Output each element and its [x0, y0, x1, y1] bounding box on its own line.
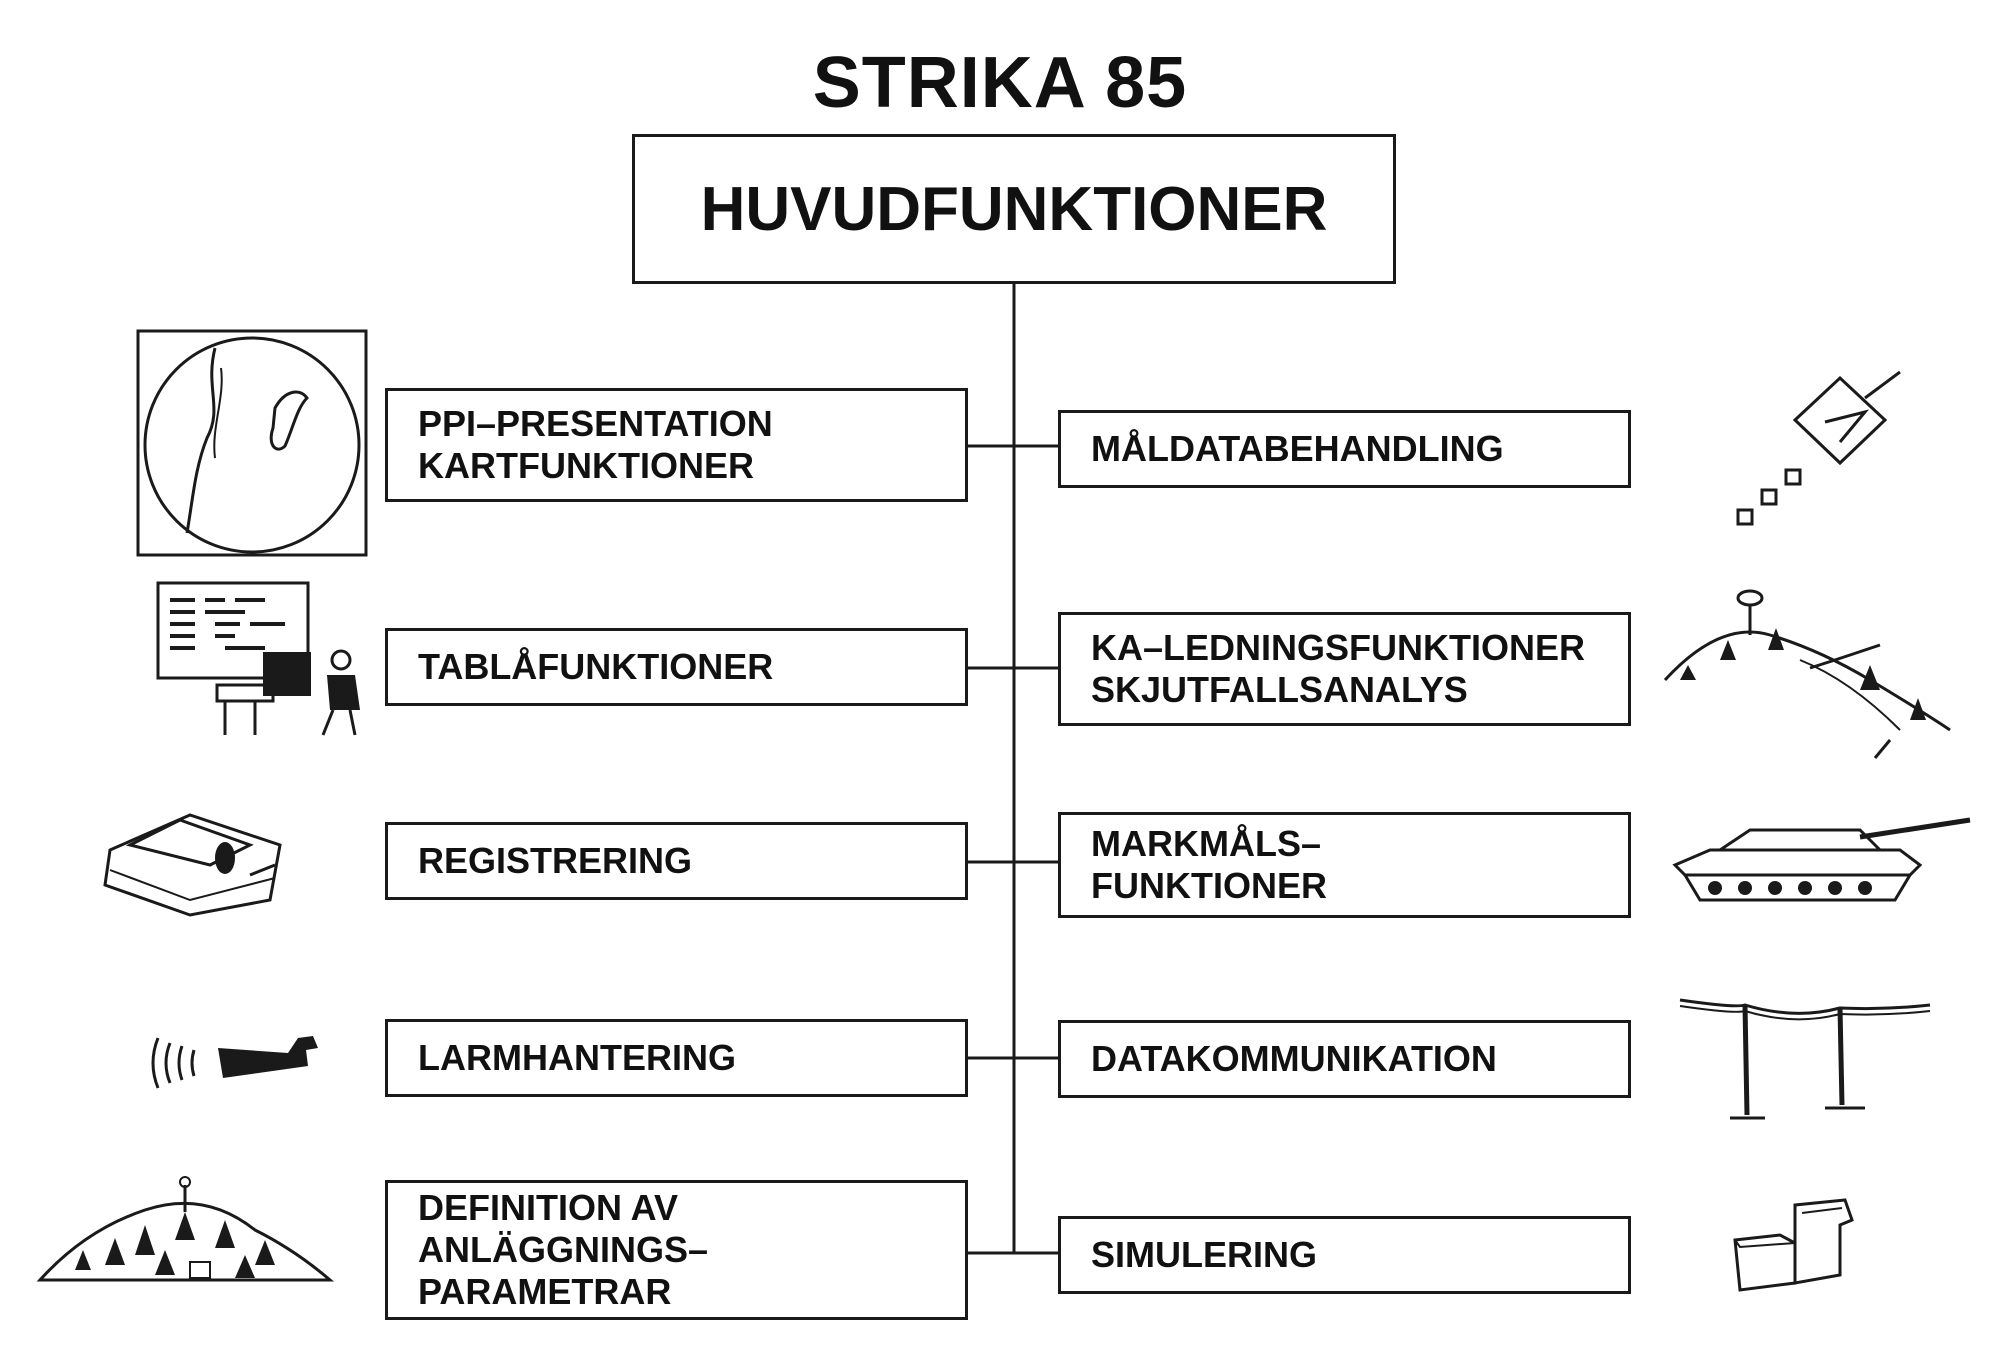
target-track-icon	[1736, 370, 1901, 526]
function-box-definition-anlaggningsparametrar: DEFINITION AV ANLÄGGNINGS– PARAMETRAR	[385, 1180, 968, 1320]
simulator-desk-icon	[1733, 1198, 1854, 1292]
function-box-larmhantering: LARMHANTERING	[385, 1019, 968, 1097]
function-label-line: TABLÅFUNKTIONER	[418, 646, 774, 687]
telephone-line-icon	[1679, 998, 1931, 1120]
operator-console-icon	[156, 581, 360, 736]
function-box-ka-ledningsfunktioner: KA–LEDNINGSFUNKTIONER SKJUTFALLSANALYS	[1058, 612, 1631, 726]
main-functions-label: HUVUDFUNKTIONER	[700, 174, 1328, 244]
function-box-markmalsfunktioner: MARKMÅLS– FUNKTIONER	[1058, 812, 1631, 918]
function-box-simulering: SIMULERING	[1058, 1216, 1631, 1294]
function-label-line: ANLÄGGNINGS–	[418, 1229, 709, 1270]
function-box-maldatabehandling: MÅLDATABEHANDLING	[1058, 410, 1631, 488]
function-label-line: MÅLDATABEHANDLING	[1091, 428, 1504, 469]
function-label-line: KA–LEDNINGSFUNKTIONER	[1091, 627, 1586, 668]
printer-icon	[103, 813, 282, 917]
function-label-line: SKJUTFALLSANALYS	[1091, 669, 1468, 710]
alarm-horn-icon	[151, 1036, 318, 1089]
function-box-ppi-presentation: PPI–PRESENTATION KARTFUNKTIONER	[385, 388, 968, 502]
function-label-line: REGISTRERING	[418, 840, 693, 881]
function-label-line: PARAMETRAR	[418, 1271, 672, 1312]
function-label-line: PPI–PRESENTATION	[418, 403, 773, 444]
function-label-line: MARKMÅLS–	[1091, 823, 1321, 864]
function-box-registrering: REGISTRERING	[385, 822, 968, 900]
function-label-line: SIMULERING	[1091, 1234, 1318, 1275]
function-label-line: FUNKTIONER	[1091, 865, 1327, 906]
main-functions-box: HUVUDFUNKTIONER	[632, 134, 1396, 284]
diagram-title: STRIKA 85	[812, 43, 1188, 123]
hill-gun-position-icon	[1663, 589, 1951, 759]
radar-map-icon	[136, 329, 368, 557]
tank-icon	[1672, 817, 1971, 902]
function-label-line: LARMHANTERING	[418, 1037, 736, 1078]
function-box-datakommunikation: DATAKOMMUNIKATION	[1058, 1020, 1631, 1098]
function-label-line: KARTFUNKTIONER	[418, 445, 754, 486]
function-label-line: DATAKOMMUNIKATION	[1091, 1038, 1497, 1079]
function-box-tablafunktioner: TABLÅFUNKTIONER	[385, 628, 968, 706]
function-label-line: DEFINITION AV	[418, 1187, 678, 1228]
terrain-installation-icon	[36, 1176, 335, 1282]
